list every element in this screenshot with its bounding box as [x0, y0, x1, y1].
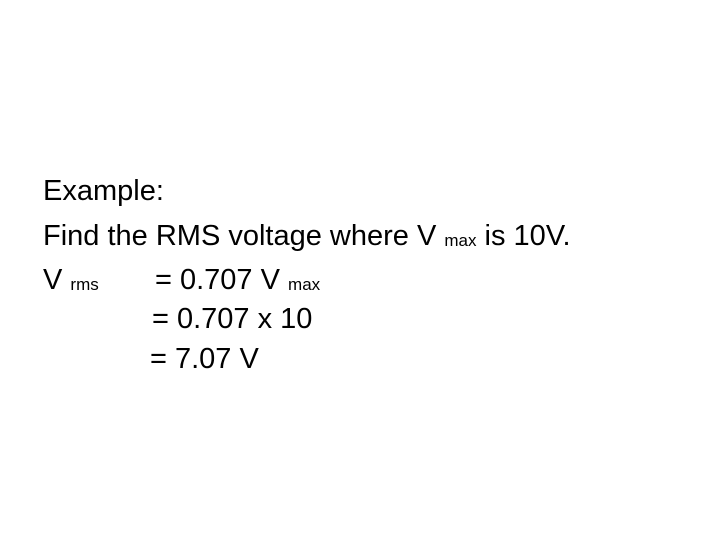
problem-suffix: is 10V. [476, 220, 571, 252]
substitution-line: = 0.707 x 10 [152, 303, 313, 335]
rms-symbol: V rms [43, 263, 99, 301]
result-line: = 7.07 V [150, 343, 259, 375]
rms-subscript: rms [70, 275, 99, 294]
problem-subscript-max: max [444, 231, 477, 250]
rms-expression-subscript: max [288, 275, 321, 294]
rms-symbol-letter: V [43, 264, 63, 296]
example-heading: Example: [43, 175, 164, 207]
rms-expression: = 0.707 V max [155, 263, 320, 301]
problem-statement: Find the RMS voltage where V max is 10V. [43, 219, 571, 257]
rms-equation-line: V rms = 0.707 V max [43, 263, 320, 301]
problem-prefix: Find the RMS voltage where V [43, 220, 437, 252]
rms-expression-text: = 0.707 V [155, 264, 280, 296]
